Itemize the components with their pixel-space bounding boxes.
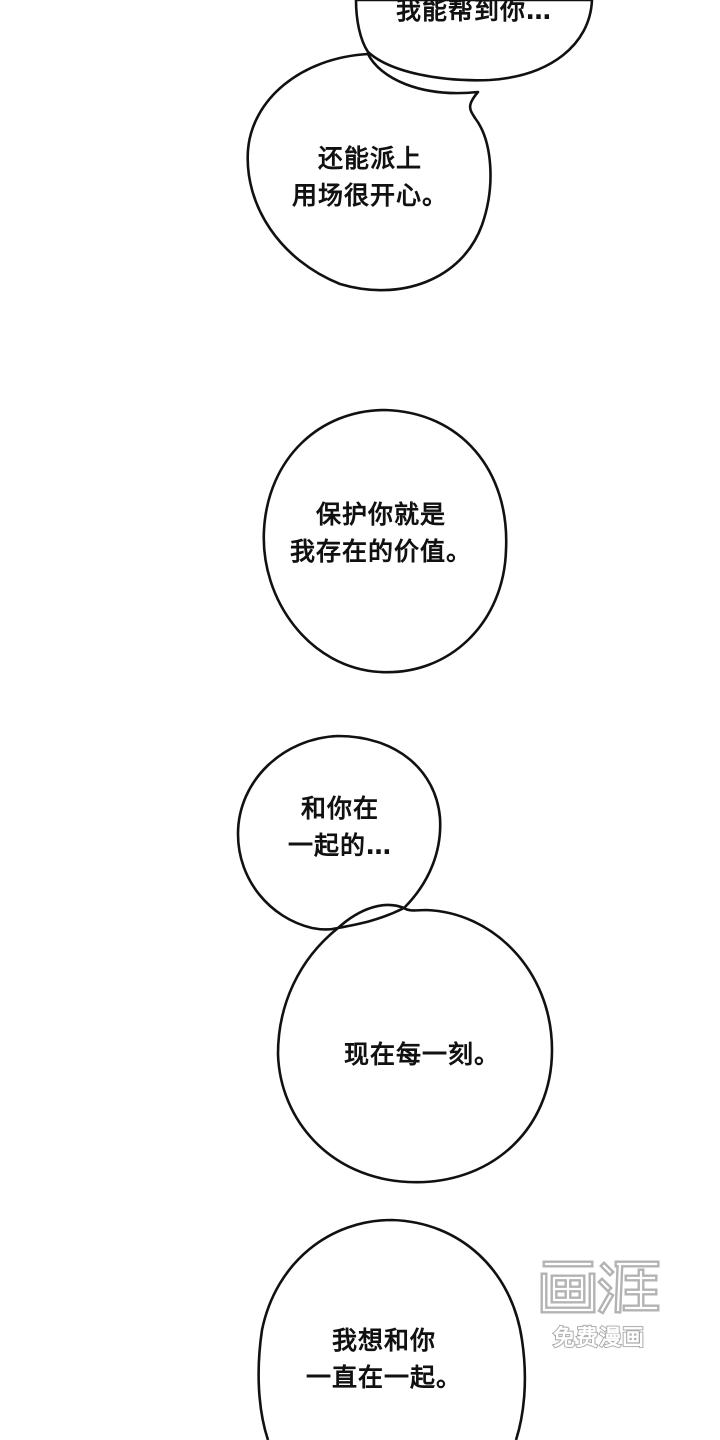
speech-bubble-5-text: 现在每一刻。 — [344, 1036, 500, 1073]
speech-bubble-3-line-1: 保护你就是 — [316, 500, 447, 529]
speech-bubble-6-line-2: 一直在一起。 — [306, 1363, 463, 1392]
speech-bubble-3-line-2: 我存在的价值。 — [290, 537, 473, 566]
watermark-caption: 免费漫画 — [552, 1325, 645, 1352]
speech-bubble-2-line-1: 还能派上 — [318, 144, 423, 173]
speech-bubble-3-outline — [262, 408, 508, 674]
speech-bubble-3-text: 保护你就是 我存在的价值。 — [290, 496, 472, 570]
speech-bubble-6-text: 我想和你 一直在一起。 — [306, 1322, 462, 1396]
speech-bubble-5-line-1: 现在每一刻。 — [344, 1040, 501, 1069]
speech-bubble-4-line-2: 一起的… — [288, 831, 393, 860]
speech-bubble-2-line-2: 用场很开心。 — [292, 181, 449, 210]
watermark: 免费漫画 — [536, 1256, 662, 1356]
speech-bubble-1-line-1: 我能帮到你… — [396, 0, 553, 25]
speech-bubble-6-line-1: 我想和你 — [332, 1326, 437, 1355]
speech-bubble-5-outline — [276, 906, 554, 1184]
speech-bubble-1-text: 我能帮到你… — [396, 0, 552, 29]
speech-bubble-4-line-1: 和你在 — [301, 794, 380, 823]
speech-bubble-4-text: 和你在 一起的… — [288, 790, 392, 864]
speech-bubble-2-outline — [246, 52, 492, 292]
speech-bubble-1-outline — [354, 0, 594, 82]
speech-bubble-6-outline — [257, 1218, 527, 1440]
speech-bubble-2-text: 还能派上 用场很开心。 — [292, 140, 448, 214]
watermark-logo — [540, 1260, 660, 1315]
